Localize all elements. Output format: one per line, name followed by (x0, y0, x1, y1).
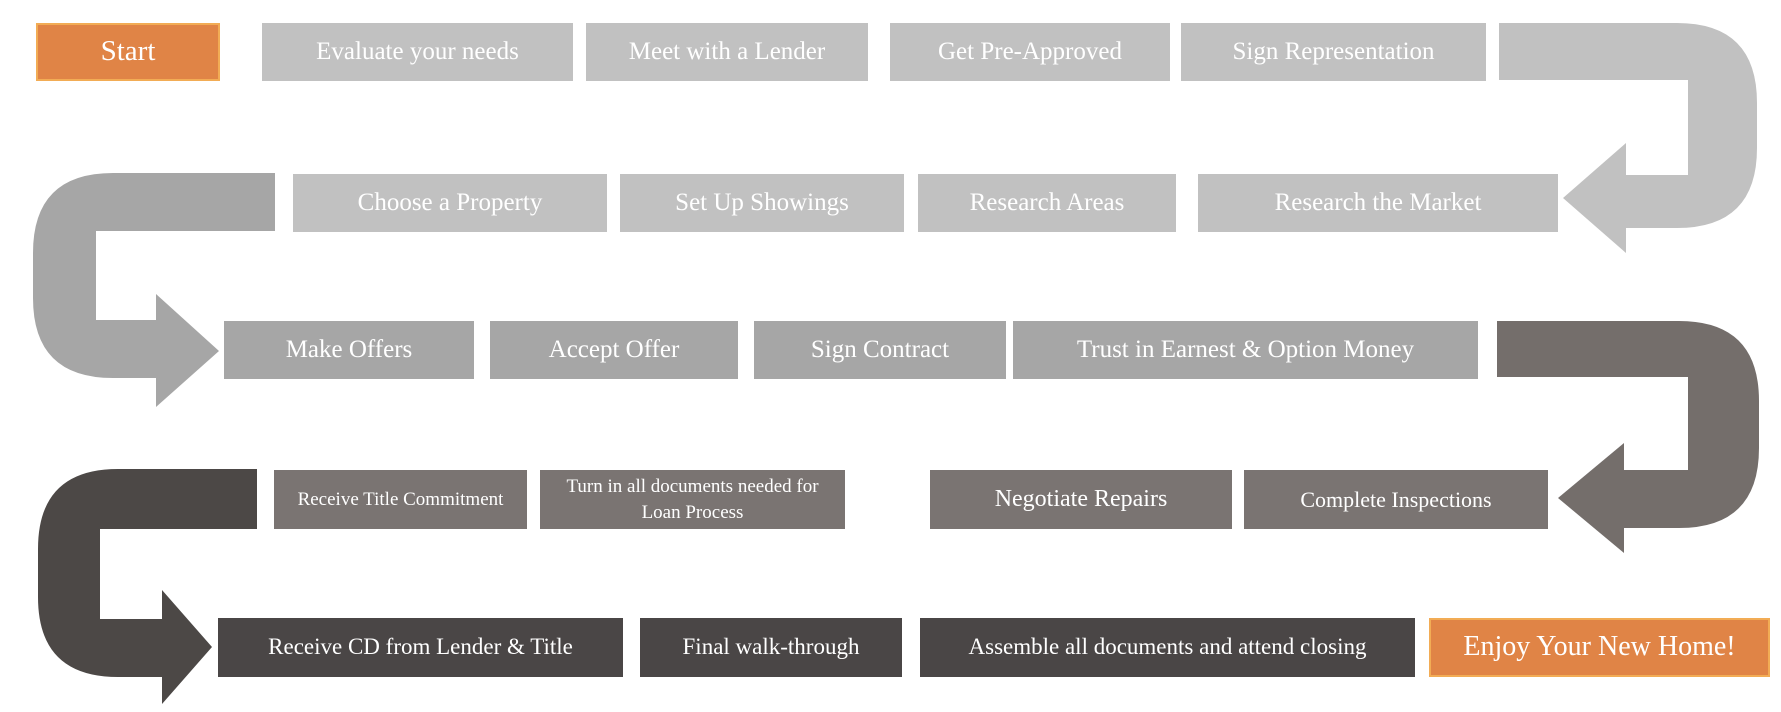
step-set-up-showings: Set Up Showings (620, 174, 904, 232)
u-turn-arrow-row4-to-row5 (38, 469, 257, 704)
step-make-offers: Make Offers (224, 321, 474, 379)
step-meet-with-a-lender: Meet with a Lender (586, 23, 868, 81)
step-enjoy-your-new-home: Enjoy Your New Home! (1429, 618, 1770, 677)
step-get-pre-approved: Get Pre-Approved (890, 23, 1170, 81)
step-assemble-documents-attend-closing: Assemble all documents and attend closin… (920, 618, 1415, 677)
step-start: Start (36, 23, 220, 81)
step-choose-a-property: Choose a Property (293, 174, 607, 232)
step-final-walk-through: Final walk-through (640, 618, 902, 677)
step-receive-title-commitment: Receive Title Commitment (274, 470, 527, 529)
step-sign-contract: Sign Contract (754, 321, 1006, 379)
u-turn-arrow-row2-to-row3 (33, 173, 275, 407)
step-negotiate-repairs: Negotiate Repairs (930, 470, 1232, 529)
step-turn-in-documents-loan-process: Turn in all documents needed for Loan Pr… (540, 470, 845, 529)
step-sign-representation: Sign Representation (1181, 23, 1486, 81)
step-complete-inspections: Complete Inspections (1244, 470, 1548, 529)
step-research-areas: Research Areas (918, 174, 1176, 232)
step-accept-offer: Accept Offer (490, 321, 738, 379)
step-receive-cd-from-lender-title: Receive CD from Lender & Title (218, 618, 623, 677)
step-trust-in-earnest-option-money: Trust in Earnest & Option Money (1013, 321, 1478, 379)
u-turn-arrow-row1-to-row2 (1499, 23, 1757, 253)
u-turn-arrow-row3-to-row4 (1497, 321, 1759, 553)
step-evaluate-your-needs: Evaluate your needs (262, 23, 573, 81)
step-research-the-market: Research the Market (1198, 174, 1558, 232)
